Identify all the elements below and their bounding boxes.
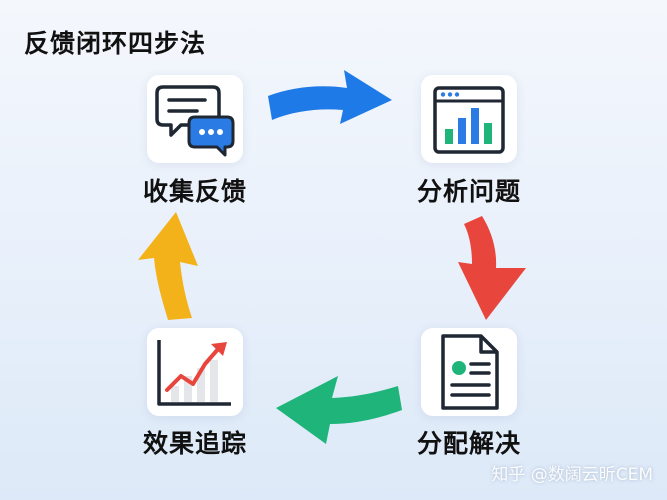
- step-card-analyze: [421, 75, 517, 163]
- document-icon: [441, 334, 499, 410]
- step-label-track: 效果追踪: [142, 429, 247, 458]
- diagram-title: 反馈闭环四步法: [24, 29, 207, 58]
- step-label-collect: 收集反馈: [142, 177, 247, 206]
- step-label-analyze: 分析问题: [416, 177, 521, 206]
- chat-bubbles-icon: [155, 85, 235, 157]
- step-card-collect: [147, 75, 243, 163]
- watermark-text: 知乎 @数阔云昕CEM: [491, 465, 653, 485]
- step-label-assign: 分配解决: [416, 429, 521, 458]
- trend-up-icon: [157, 340, 231, 406]
- bar-chart-icon: [433, 86, 505, 154]
- step-card-track: [147, 328, 243, 416]
- step-card-assign: [421, 328, 517, 416]
